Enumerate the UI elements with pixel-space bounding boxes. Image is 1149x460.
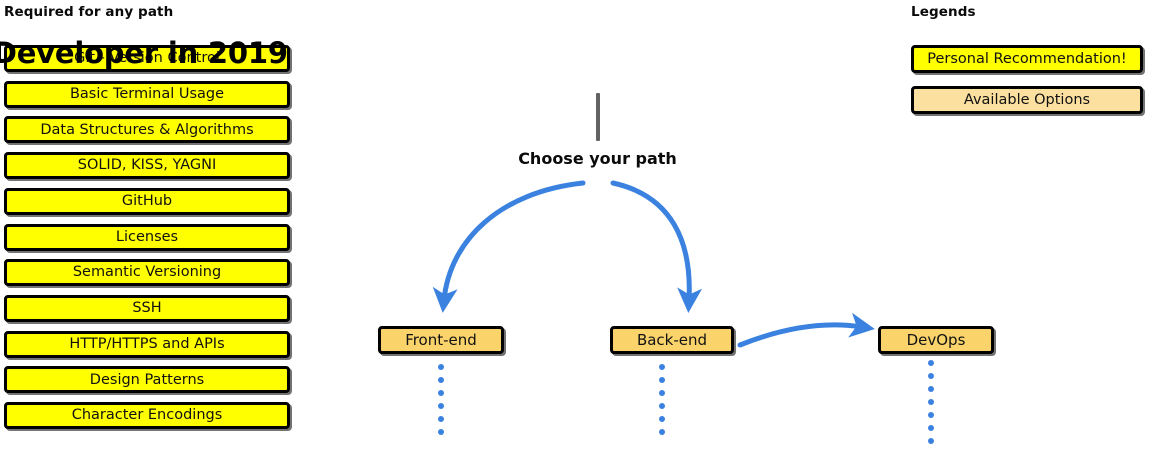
legend-item: Available Options xyxy=(911,86,1143,114)
page-title: Web Developer in 2019 xyxy=(0,36,288,70)
trail-dot xyxy=(659,364,665,370)
required-item[interactable]: Semantic Versioning xyxy=(4,259,290,287)
trail-dot xyxy=(928,425,934,431)
arrow-to-backend xyxy=(610,180,703,313)
trail-dot xyxy=(659,429,665,435)
required-item[interactable]: Licenses xyxy=(4,223,290,251)
required-item[interactable]: GitHub xyxy=(4,187,290,215)
path-dotted-trail xyxy=(659,364,665,442)
required-section-heading: Required for any path xyxy=(4,4,174,20)
arrow-to-frontend xyxy=(432,180,586,313)
trail-dot xyxy=(438,364,444,370)
path-dotted-trail xyxy=(928,360,934,451)
trail-dot xyxy=(928,373,934,379)
trail-dot xyxy=(659,377,665,383)
root-stem-line xyxy=(596,93,600,141)
trail-dot xyxy=(438,403,444,409)
choose-path-label: Choose your path xyxy=(518,149,677,168)
trail-dot xyxy=(928,412,934,418)
arrow-backend-to-devops xyxy=(737,312,875,348)
trail-dot xyxy=(928,360,934,366)
required-item[interactable]: Character Encodings xyxy=(4,402,290,429)
path-node[interactable]: DevOps xyxy=(878,326,994,354)
required-item[interactable]: Basic Terminal Usage xyxy=(4,80,290,108)
required-item[interactable]: Design Patterns xyxy=(4,366,290,394)
required-item[interactable]: HTTP/HTTPS and APIs xyxy=(4,330,290,358)
legends-section-heading: Legends xyxy=(911,4,976,20)
required-item[interactable]: SSH xyxy=(4,294,290,322)
trail-dot xyxy=(928,438,934,444)
trail-dot xyxy=(438,390,444,396)
path-node[interactable]: Front-end xyxy=(378,326,504,354)
trail-dot xyxy=(438,377,444,383)
trail-dot xyxy=(928,399,934,405)
trail-dot xyxy=(928,386,934,392)
legend-item: Personal Recommendation! xyxy=(911,45,1143,73)
trail-dot xyxy=(438,416,444,422)
required-item[interactable]: SOLID, KISS, YAGNI xyxy=(4,152,290,180)
path-node[interactable]: Back-end xyxy=(610,326,734,354)
required-item[interactable]: Git - Version Control xyxy=(4,45,290,72)
trail-dot xyxy=(659,390,665,396)
trail-dot xyxy=(659,403,665,409)
path-dotted-trail xyxy=(438,364,444,442)
trail-dot xyxy=(659,416,665,422)
required-item[interactable]: Data Structures & Algorithms xyxy=(4,116,290,144)
trail-dot xyxy=(438,429,444,435)
